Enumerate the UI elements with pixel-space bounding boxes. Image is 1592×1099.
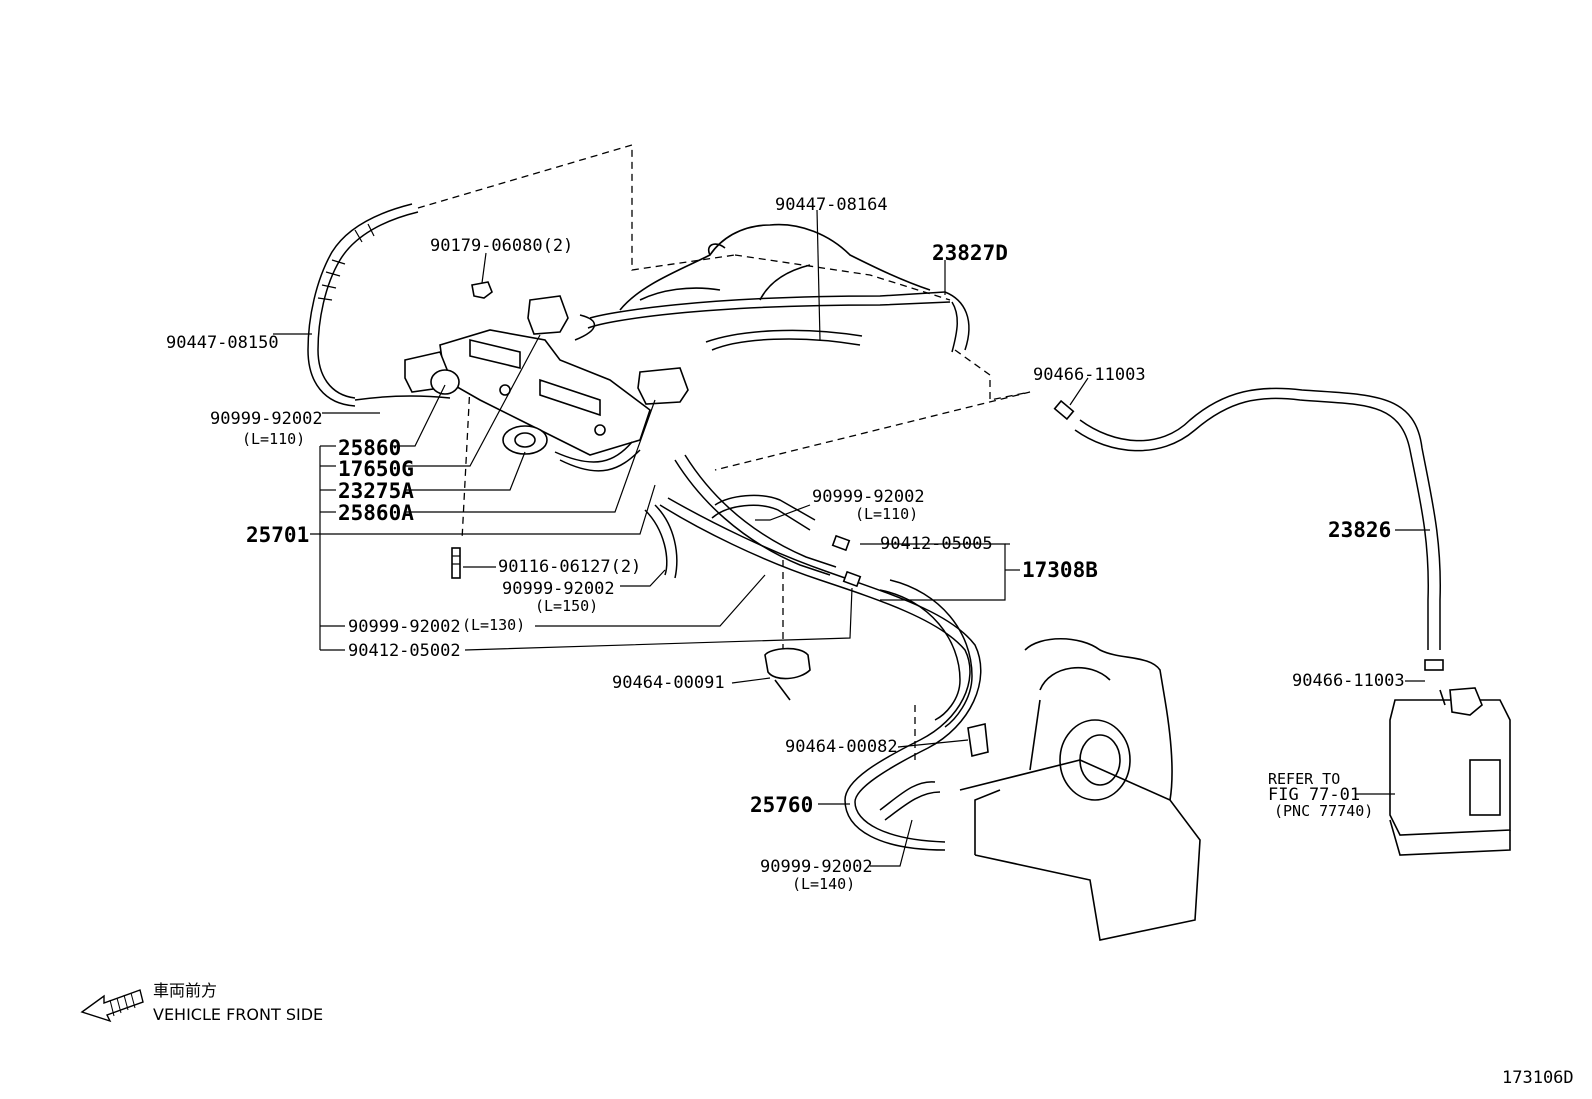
label-90999-92002-b-length: (L=110)	[855, 505, 918, 523]
label-90447-08150: 90447-08150	[166, 333, 279, 353]
label-90999-92002-a: 90999-92002	[210, 409, 323, 429]
front-direction-arrow-icon	[80, 989, 144, 1023]
vehicle-front-legend: 車両前方 VEHICLE FRONT SIDE	[80, 981, 323, 1024]
label-90999-92002-e-length: (L=140)	[792, 875, 855, 893]
leader-lines	[273, 209, 1430, 867]
label-25860A: 25860A	[338, 501, 414, 525]
hose-23826	[1074, 387, 1442, 650]
clamp-90464-00091	[764, 647, 811, 701]
label-90999-92002-c-length: (L=150)	[535, 597, 598, 615]
label-23275A: 23275A	[338, 479, 414, 503]
label-25760: 25760	[750, 793, 813, 817]
label-90999-92002-d-length: (L=130)	[462, 616, 525, 634]
label-90179-06080: 90179-06080(2)	[430, 236, 573, 256]
label-90116-06127: 90116-06127(2)	[498, 557, 641, 577]
label-90999-92002-e: 90999-92002	[760, 857, 873, 877]
label-90999-92002-c: 90999-92002	[502, 579, 615, 599]
label-25860: 25860	[338, 436, 401, 460]
refer-note-line-3: (PNC 77740)	[1274, 802, 1373, 820]
stud-90116-06127	[451, 547, 461, 579]
label-90464-00091: 90464-00091	[612, 673, 725, 693]
label-90999-92002-a-length: (L=110)	[242, 430, 305, 448]
vacuum-hoses	[354, 291, 982, 851]
label-90412-05005: 90412-05005	[880, 534, 993, 554]
refer-note-line-1: REFER TO	[1268, 770, 1340, 788]
label-90466-11003-top: 90466-11003	[1033, 365, 1146, 385]
legend-japanese: 車両前方	[153, 981, 217, 1000]
label-23827D: 23827D	[932, 241, 1008, 265]
bolt-90179-06080	[471, 281, 493, 299]
label-17308B: 17308B	[1022, 558, 1098, 582]
vsv-bracket-assembly	[404, 295, 689, 456]
legend-english: VEHICLE FRONT SIDE	[153, 1005, 323, 1024]
label-90999-92002-d: 90999-92002	[348, 617, 461, 637]
dashed-reference-lines	[417, 144, 1031, 760]
throttle-body-outline	[959, 637, 1201, 941]
clamp-90466-11003-bottom	[1424, 659, 1444, 671]
label-17650G: 17650G	[338, 457, 414, 481]
label-23826: 23826	[1328, 518, 1391, 542]
label-90412-05002: 90412-05002	[348, 641, 461, 661]
clamp-90464-00082	[967, 723, 989, 757]
clamp-90466-11003-top	[1053, 399, 1075, 421]
label-25701: 25701	[246, 523, 309, 547]
label-90464-00082: 90464-00082	[785, 737, 898, 757]
charcoal-canister	[1389, 687, 1511, 856]
connectors-90412	[831, 534, 862, 588]
label-90447-08164: 90447-08164	[775, 195, 888, 215]
refer-note-line-2: FIG 77-01	[1268, 785, 1360, 805]
hose-90447-08150	[307, 203, 419, 407]
intake-manifold-outline	[619, 223, 931, 311]
label-90999-92002-b: 90999-92002	[812, 487, 925, 507]
part-labels: 90447-08164 23827D 90179-06080(2) 90447-…	[166, 195, 1405, 893]
figure-number: 173106D	[1502, 1068, 1574, 1088]
label-90466-11003-bottom: 90466-11003	[1292, 671, 1405, 691]
